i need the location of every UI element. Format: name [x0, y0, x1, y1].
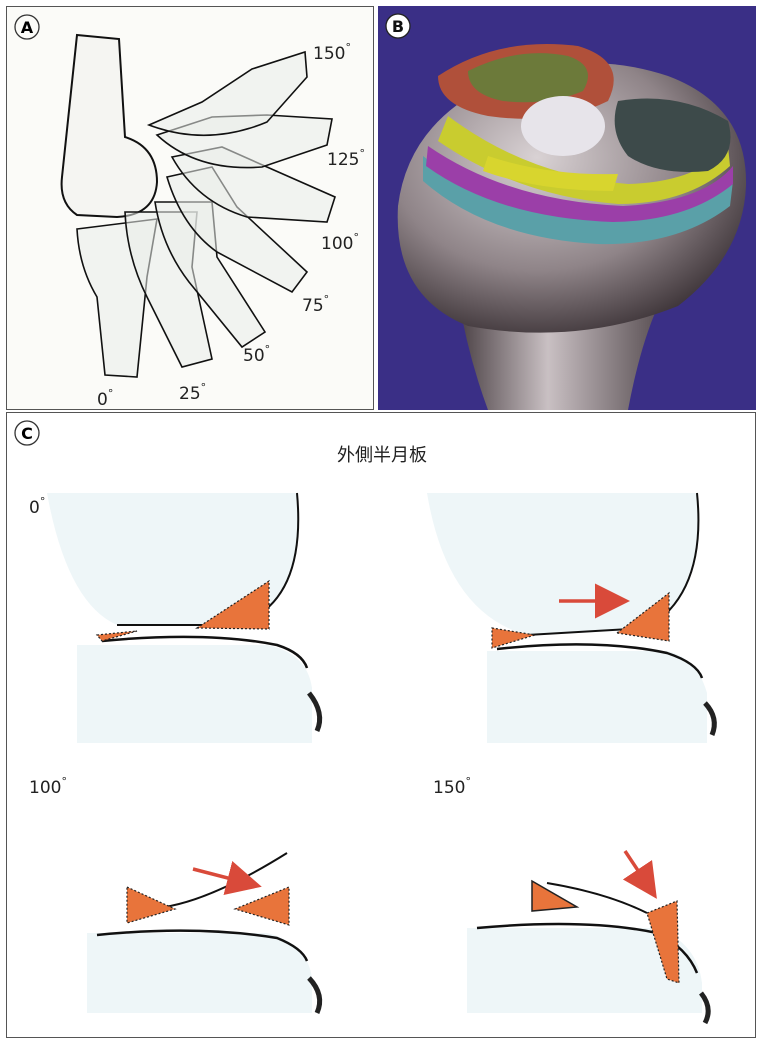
- condyle-highlight: [521, 96, 605, 156]
- angle-label-25: 25°: [179, 381, 206, 404]
- subpanel-150: 150°: [433, 775, 708, 1023]
- angle-label-100: 100°: [321, 231, 359, 254]
- panel-a-letter: A: [21, 18, 34, 37]
- tibial-plateau-50: [487, 651, 707, 743]
- subpanel-150-angle: 150°: [433, 775, 471, 798]
- panel-a-knee-flexion-diagram: A 0° 25° 50° 75° 100° 125° 150°: [6, 6, 374, 410]
- tibial-plateau-100: [87, 933, 312, 1013]
- angle-label-75: 75°: [302, 293, 329, 316]
- subpanel-100: 100°: [29, 775, 320, 1013]
- tibia-edge-150: [701, 993, 708, 1023]
- meniscus-anterior-150: [532, 881, 577, 911]
- meniscus-posterior-100: [235, 887, 289, 925]
- knee-3d-render-svg: B: [378, 6, 756, 410]
- panel-b-3d-knee-model: B: [378, 6, 756, 410]
- subpanel-0: 0°: [29, 493, 320, 743]
- panel-b-letter: B: [392, 17, 404, 36]
- meniscus-anterior-100: [127, 887, 175, 923]
- panel-c-title: 外側半月板: [337, 445, 427, 466]
- arrow-150: [625, 851, 653, 893]
- angle-label-125: 125°: [327, 147, 365, 170]
- subpanel-0-angle: 0°: [29, 495, 45, 518]
- angle-label-0: 0°: [97, 387, 113, 410]
- tibial-plateau-0: [77, 645, 312, 743]
- lateral-meniscus-svg: C 外側半月板 0° 50° 100°: [7, 413, 757, 1039]
- knee-flexion-svg: A 0° 25° 50° 75° 100° 125° 150°: [7, 7, 375, 411]
- angle-label-150: 150°: [313, 41, 351, 64]
- subpanel-100-angle: 100°: [29, 775, 67, 798]
- angle-label-50: 50°: [243, 343, 270, 366]
- subpanel-50: 50°: [427, 493, 714, 743]
- femur-outline: [62, 35, 157, 217]
- panel-c-letter: C: [21, 424, 33, 443]
- panel-c-lateral-meniscus: C 外側半月板 0° 50° 100°: [6, 412, 756, 1038]
